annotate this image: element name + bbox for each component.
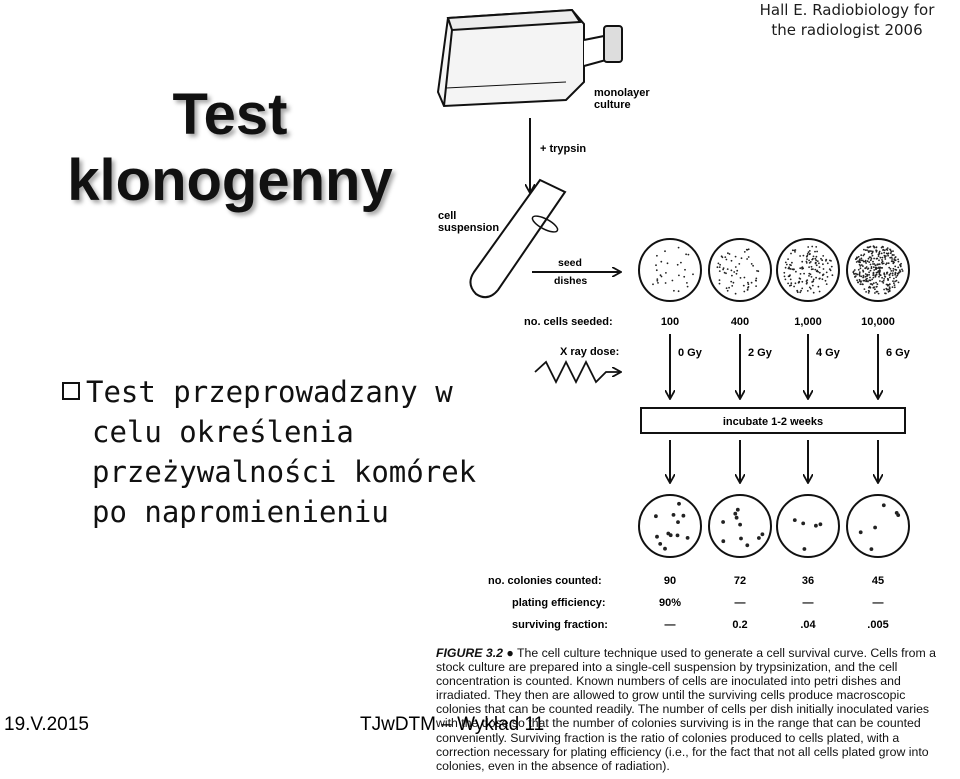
bullet-line-1: Test przeprowadzany w [86,375,453,409]
petri-dish-icon [846,494,910,558]
colonies-value: 45 [872,575,884,587]
surviving-fraction-value: 0.2 [732,619,747,631]
row-label-surviving-fraction: surviving fraction: [512,619,608,631]
checkbox-bullet-icon [62,382,80,400]
title-line-2: klonogenny [67,148,393,213]
petri-dish-icon [708,494,772,558]
credit-line-2: the radiologist 2006 [771,21,923,39]
figure-caption: FIGURE 3.2 ● The cell culture technique … [436,646,941,773]
caption-text: The cell culture technique used to gener… [436,646,937,773]
row-label-plating-efficiency: plating efficiency: [512,597,606,609]
surviving-fraction-value: .04 [800,619,816,631]
surviving-fraction-value: .005 [867,619,888,631]
dose-value: 0 Gy [678,347,703,359]
credit-line-1: Hall E. Radiobiology for [759,1,935,19]
colonies-value: 90 [664,575,676,587]
caption-label: FIGURE 3.2 [436,646,503,660]
petri-dish-icon [638,238,702,302]
bullet-line-3: przeżywalności komórek [92,455,477,489]
label-trypsin: + trypsin [540,143,586,155]
label-suspension: suspension [438,222,499,234]
xray-wave-icon [534,359,620,385]
colony-dishes [638,494,910,558]
incubate-arrows [670,440,878,482]
petri-dish-icon [846,238,910,302]
row-label-colonies: no. colonies counted: [488,575,602,587]
petri-dish-icon [638,494,702,558]
plating-efficiency-value: 90% [659,597,681,609]
source-credit: Hall E. Radiobiology for the radiologist… [742,0,952,40]
surviving-fraction-value: — [665,619,676,631]
title-line-1: Test [172,82,288,147]
cells-seeded-value: 100 [661,316,679,328]
petri-dish-icon [776,494,840,558]
clonogenic-assay-figure: monolayer culture + trypsin cell suspens… [436,8,911,631]
bullet-point: Test przeprowadzany w celu określenia pr… [62,372,502,532]
dose-value: 2 Gy [748,347,773,359]
bullet-line-2: celu określenia [92,415,354,449]
row-label-cells-seeded: no. cells seeded: [524,316,613,328]
incubate-box [640,407,906,434]
culture-flask-icon [436,8,623,108]
plating-efficiency-value: — [873,597,884,609]
label-cell: cell [438,210,456,222]
footer-date: 19.V.2015 [4,714,89,735]
colonies-value: 72 [734,575,746,587]
petri-dish-icon [708,238,772,302]
cells-seeded-value: 1,000 [794,316,822,328]
label-dishes: dishes [554,275,587,287]
label-culture: culture [594,99,631,111]
caption-bullet-icon: ● [506,646,514,660]
plating-efficiency-value: — [735,597,746,609]
test-tube-icon [469,178,567,299]
colonies-value: 36 [802,575,814,587]
dose-value: 4 Gy [816,347,841,359]
label-seed: seed [558,257,582,269]
cells-seeded-value: 400 [731,316,749,328]
plating-efficiency-value: — [803,597,814,609]
dose-value: 6 Gy [886,347,911,359]
footer-lecture: TJwDTM – Wykład 11 [360,714,545,735]
incubate-label: incubate 1-2 weeks [723,416,823,428]
cells-seeded-value: 10,000 [861,316,895,328]
label-monolayer: monolayer [594,87,650,99]
petri-dish-icon [776,238,840,302]
row-label-xray-dose: X ray dose: [560,346,619,358]
seeded-dishes [638,238,910,302]
slide-title: Test klonogenny [30,82,430,214]
dose-column [670,334,878,398]
bullet-line-4: po napromienieniu [92,495,389,529]
